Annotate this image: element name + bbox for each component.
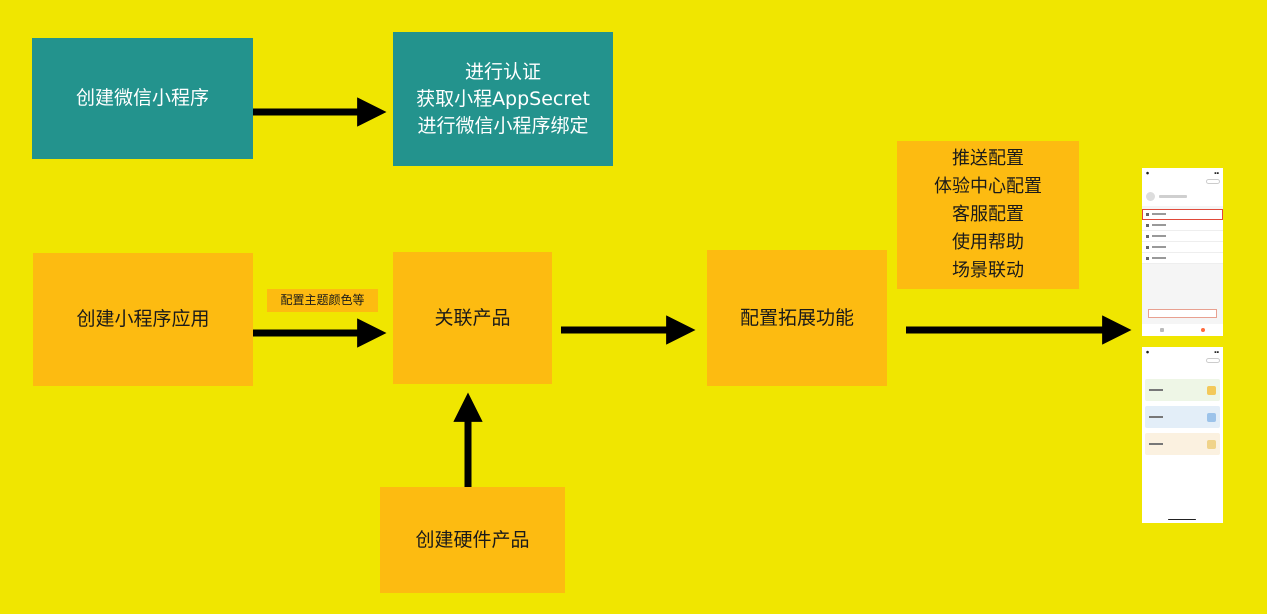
extend-label: 配置拓展功能 — [739, 306, 854, 329]
lock-icon — [1207, 385, 1216, 395]
capsule-icon — [1206, 358, 1220, 363]
menu-icon — [1146, 256, 1149, 260]
create-wechat-miniprogram-box: 创建微信小程序 — [32, 38, 253, 159]
create-hw-label: 创建硬件产品 — [415, 528, 530, 551]
extend-features-box: 配置拓展功能 — [707, 250, 887, 386]
menu-item — [1142, 242, 1223, 253]
menu-item — [1142, 209, 1223, 220]
tab-bar — [1142, 324, 1223, 336]
menu-item — [1142, 231, 1223, 242]
home-indicator — [1168, 518, 1196, 520]
auth-line-1: 进行认证 — [464, 60, 541, 83]
extend-option-scene: 场景联动 — [952, 260, 1024, 281]
title-bar — [1142, 356, 1223, 365]
menu-item — [1142, 253, 1223, 264]
extend-options-box: 推送配置 体验中心配置 客服配置 使用帮助 场景联动 — [897, 141, 1079, 289]
capsule-icon — [1206, 179, 1220, 184]
link-product-label: 关联产品 — [434, 306, 511, 329]
extend-option-service: 客服配置 — [952, 204, 1024, 225]
avatar — [1146, 191, 1155, 201]
create-app-label: 创建小程序应用 — [76, 308, 210, 330]
create-hardware-product-box: 创建硬件产品 — [380, 487, 565, 593]
title-bar — [1142, 177, 1223, 186]
menu-icon — [1146, 223, 1149, 227]
profile-tab-icon — [1200, 328, 1205, 332]
extend-option-help: 使用帮助 — [952, 232, 1024, 253]
extend-option-push: 推送配置 — [952, 148, 1024, 169]
create-wechat-label: 创建微信小程序 — [75, 87, 209, 109]
profile-header — [1142, 186, 1223, 206]
profile-menu — [1142, 209, 1223, 264]
extend-option-experience: 体验中心配置 — [934, 176, 1042, 197]
device-icon — [1207, 412, 1216, 422]
experience-card — [1145, 433, 1220, 455]
auth-line-3: 进行微信小程序绑定 — [417, 114, 589, 137]
menu-item — [1142, 220, 1223, 231]
profile-name — [1159, 194, 1187, 198]
link-product-box: 关联产品 — [393, 252, 552, 384]
status-bar: ●▪▪ — [1142, 347, 1223, 356]
logout-button — [1148, 309, 1217, 318]
create-miniprogram-app-box: 创建小程序应用 — [33, 253, 253, 386]
status-bar: ●▪▪ — [1142, 168, 1223, 177]
auth-line-2: 获取小程AppSecret — [416, 87, 590, 110]
menu-icon — [1146, 234, 1149, 238]
menu-icon — [1146, 245, 1149, 249]
phone-screenshot-profile: ●▪▪ — [1142, 168, 1223, 336]
theme-config-tag: 配置主题颜色等 — [267, 289, 378, 312]
phone-screenshot-experience-center: ●▪▪ — [1142, 347, 1223, 523]
home-tab-icon — [1160, 328, 1165, 332]
authentication-box: 进行认证 获取小程AppSecret 进行微信小程序绑定 — [393, 32, 613, 166]
experience-card — [1145, 379, 1220, 401]
menu-icon — [1146, 212, 1149, 216]
experience-card — [1145, 406, 1220, 428]
bulb-icon — [1207, 439, 1216, 449]
